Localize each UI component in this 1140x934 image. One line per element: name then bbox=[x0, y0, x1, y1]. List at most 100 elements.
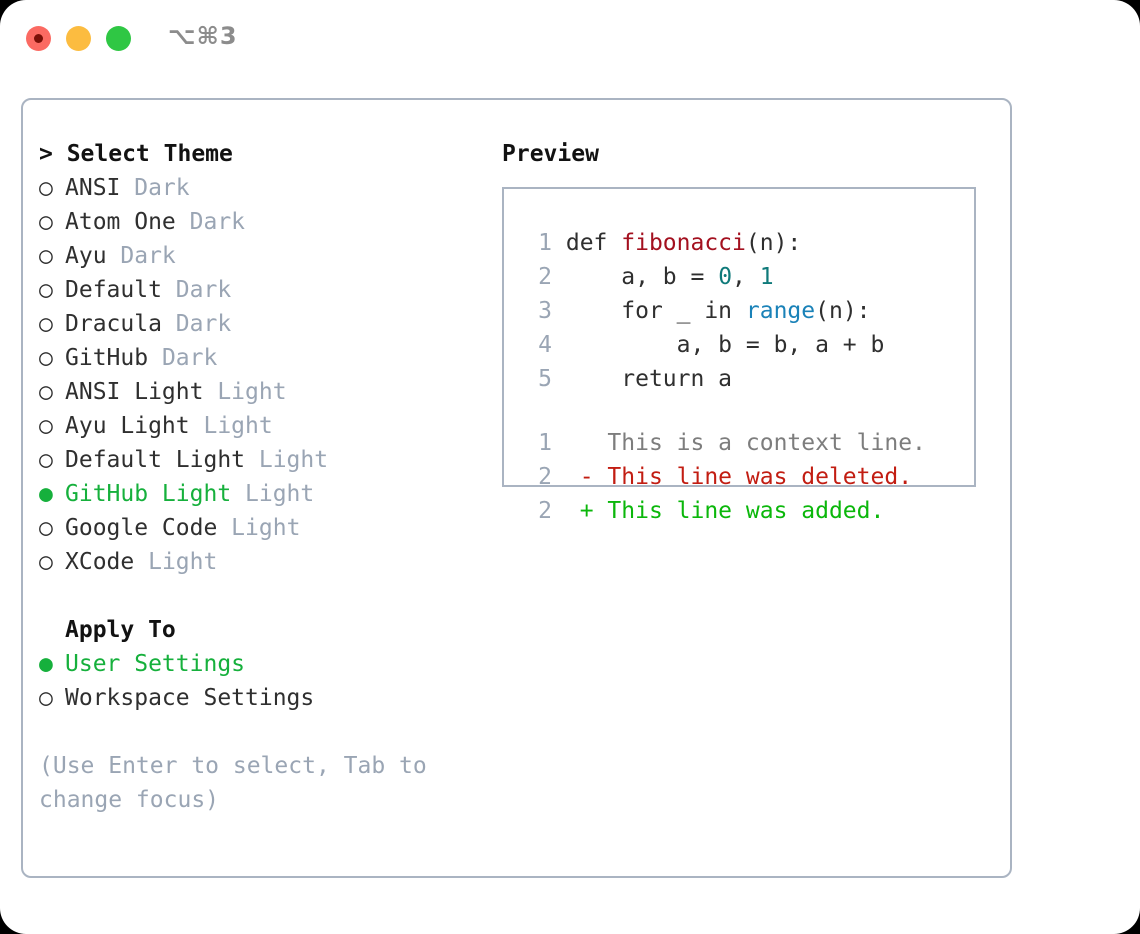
preview-column: Preview 1 def fibonacci(n):2 a, b = 0, 1… bbox=[502, 137, 992, 524]
theme-list-item[interactable]: ○ANSI Dark bbox=[39, 171, 479, 205]
theme-name: Default Light bbox=[65, 447, 246, 473]
theme-category-tag: Light bbox=[245, 447, 329, 473]
main-panel: > Select Theme ○ANSI Dark○Atom One Dark○… bbox=[21, 98, 1012, 878]
theme-list-item[interactable]: ○Google Code Light bbox=[39, 511, 479, 545]
apply-to-option-label: Workspace Settings bbox=[65, 685, 315, 711]
theme-name: Google Code bbox=[65, 515, 218, 541]
theme-category-tag: Dark bbox=[106, 243, 176, 269]
theme-name: Dracula bbox=[65, 311, 162, 337]
theme-list-item[interactable]: ○ANSI Light Light bbox=[39, 375, 479, 409]
diff-line-number: 1 bbox=[538, 430, 552, 456]
diff-line-number: 2 bbox=[538, 498, 552, 524]
close-dot-icon[interactable] bbox=[26, 26, 51, 51]
code-token: 1 bbox=[759, 264, 774, 290]
theme-name: Default bbox=[65, 277, 162, 303]
diff-marker: + bbox=[579, 498, 594, 524]
radio-unselected-icon: ○ bbox=[39, 209, 53, 235]
apply-to-option[interactable]: ○ Workspace Settings bbox=[39, 681, 479, 715]
title-bar: ⌥⌘3 bbox=[0, 0, 1140, 78]
radio-selected-icon: ● bbox=[39, 651, 53, 677]
code-line-number: 3 bbox=[538, 298, 552, 324]
diff-marker: - bbox=[579, 464, 594, 490]
theme-category-tag: Dark bbox=[148, 345, 218, 371]
code-line: 1 def fibonacci(n): bbox=[522, 226, 974, 260]
theme-category-tag: Light bbox=[231, 481, 315, 507]
theme-list: ○ANSI Dark○Atom One Dark○Ayu Dark○Defaul… bbox=[39, 171, 479, 579]
code-token: def bbox=[565, 230, 622, 256]
theme-name: Ayu Light bbox=[65, 413, 190, 439]
code-line: 5 return a bbox=[522, 362, 974, 396]
code-line-number: 1 bbox=[538, 230, 552, 256]
minimize-dot-icon[interactable] bbox=[66, 26, 91, 51]
code-token: for _ in bbox=[565, 298, 746, 324]
section-spacer bbox=[39, 579, 479, 613]
theme-name: Ayu bbox=[65, 243, 107, 269]
apply-to-option[interactable]: ● User Settings bbox=[39, 647, 479, 681]
theme-list-item[interactable]: ○ Atom One Dark bbox=[39, 205, 479, 239]
code-token: (n): bbox=[815, 298, 871, 324]
code-token: range bbox=[745, 298, 816, 324]
diff-sample: 1 This is a context line. 2 - This line w… bbox=[522, 426, 974, 528]
maximize-dot-icon[interactable] bbox=[106, 26, 131, 51]
theme-list-item[interactable]: ○ Ayu Dark bbox=[39, 239, 479, 273]
radio-unselected-icon: ○ bbox=[39, 413, 53, 439]
theme-category-tag: Light bbox=[134, 549, 218, 575]
diff-text: This line was added. bbox=[593, 498, 885, 524]
radio-unselected-icon: ○ bbox=[39, 447, 53, 473]
code-token: return a bbox=[565, 366, 733, 392]
theme-list-item[interactable]: ○Default Dark bbox=[39, 273, 479, 307]
code-line-number: 2 bbox=[538, 264, 552, 290]
diff-line: 2 + This line was added. bbox=[522, 494, 974, 528]
radio-unselected-icon: ○ bbox=[39, 345, 53, 371]
code-token: (n): bbox=[745, 230, 802, 256]
code-line: 3 for _ in range(n): bbox=[522, 294, 974, 328]
keyboard-shortcut-label: ⌥⌘3 bbox=[168, 22, 238, 50]
diff-text: This is a context line. bbox=[593, 430, 926, 456]
theme-category-tag: Dark bbox=[161, 311, 232, 337]
radio-unselected-icon: ○ bbox=[39, 379, 53, 405]
theme-name: Atom One bbox=[65, 209, 176, 235]
code-line: 4 a, b = b, a + b bbox=[522, 328, 974, 362]
radio-unselected-icon: ○ bbox=[39, 549, 53, 575]
theme-category-tag: Light bbox=[203, 379, 287, 405]
theme-list-item[interactable]: ○ XCode Light bbox=[39, 545, 479, 579]
theme-list-item[interactable]: ○ Default Light Light bbox=[39, 443, 479, 477]
theme-list-item[interactable]: ○ Dracula Dark bbox=[39, 307, 479, 341]
diff-line: 1 This is a context line. bbox=[522, 426, 974, 460]
radio-unselected-icon: ○ bbox=[39, 277, 53, 303]
theme-category-tag: Dark bbox=[120, 175, 190, 201]
keyboard-hint-text: (Use Enter to select, Tab to change focu… bbox=[39, 753, 441, 813]
code-token: a, b = b, a + b bbox=[565, 332, 885, 358]
apply-to-option-label: User Settings bbox=[65, 651, 246, 677]
theme-name: GitHub Light bbox=[65, 481, 232, 507]
diff-text: This line was deleted. bbox=[593, 464, 913, 490]
code-token: fibonacci bbox=[621, 230, 746, 256]
apply-to-heading: Apply To bbox=[65, 617, 176, 643]
theme-category-tag: Light bbox=[189, 413, 273, 439]
theme-name: ANSI bbox=[65, 175, 121, 201]
radio-unselected-icon: ○ bbox=[39, 685, 53, 711]
theme-picker-column: > Select Theme ○ANSI Dark○Atom One Dark○… bbox=[39, 137, 479, 817]
diff-line-number: 2 bbox=[538, 464, 552, 490]
radio-selected-icon: ● bbox=[39, 481, 53, 507]
theme-name: GitHub bbox=[65, 345, 149, 371]
theme-category-tag: Dark bbox=[175, 209, 246, 235]
traffic-lights bbox=[26, 26, 131, 51]
radio-unselected-icon: ○ bbox=[39, 311, 53, 337]
code-line: 2 a, b = 0, 1 bbox=[522, 260, 974, 294]
theme-name: XCode bbox=[65, 549, 135, 575]
code-line-number: 4 bbox=[538, 332, 552, 358]
apply-to-list: ● User Settings ○ Workspace Settings bbox=[39, 647, 479, 715]
theme-list-item[interactable]: ○ GitHub Dark bbox=[39, 341, 479, 375]
code-token: a, b = bbox=[565, 264, 719, 290]
theme-list-item[interactable]: ● GitHub Light Light bbox=[39, 477, 479, 511]
diff-marker bbox=[580, 430, 594, 456]
preview-title: Preview bbox=[502, 141, 599, 167]
code-token: , bbox=[732, 264, 760, 290]
code-diff-separator bbox=[522, 396, 974, 426]
radio-unselected-icon: ○ bbox=[39, 243, 53, 269]
theme-list-item[interactable]: ○ Ayu Light Light bbox=[39, 409, 479, 443]
code-line-number: 5 bbox=[538, 366, 552, 392]
